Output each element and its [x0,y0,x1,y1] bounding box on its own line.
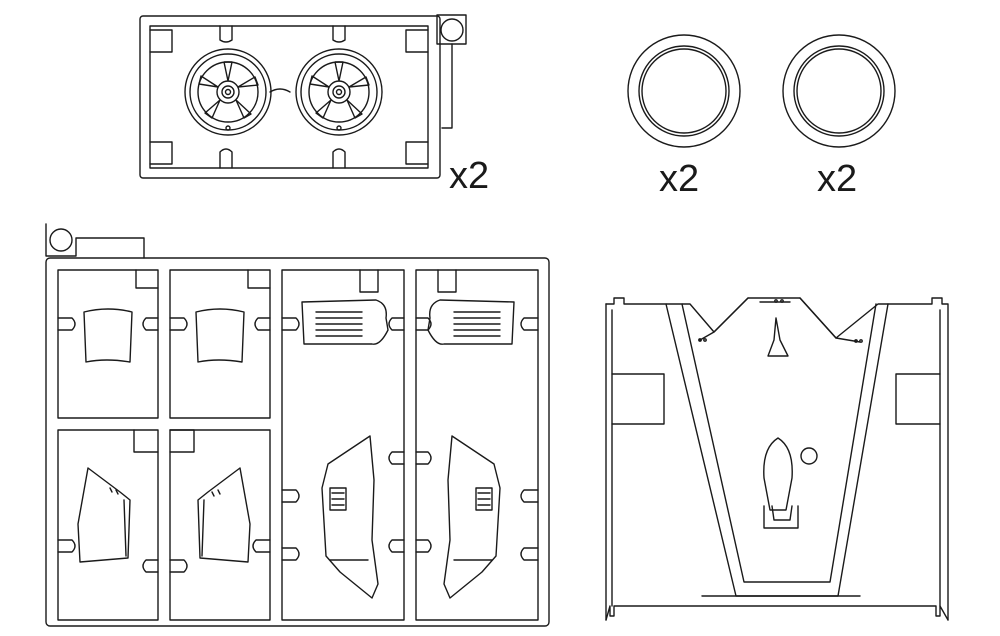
wheel-left [185,49,271,135]
wheel-right [296,49,382,135]
sprue-cell-b1 [58,430,158,620]
sprue-cell-a3 [282,270,404,620]
sprue-cell-a1 [58,270,158,418]
sprue-cell-a4 [416,270,538,620]
sprue-cell-b2 [170,430,270,620]
wheel-sprue [140,15,466,178]
tire-ring-2 [783,35,895,147]
body-parts-sprue [46,224,549,626]
quantity-label-tire-2: x2 [817,158,858,200]
quantity-label-tire-1: x2 [659,158,700,200]
tire-ring-1 [628,35,740,147]
sprue-cell-a2 [170,270,270,418]
chassis-tray [606,298,948,620]
quantity-label-wheels: x2 [449,155,490,197]
